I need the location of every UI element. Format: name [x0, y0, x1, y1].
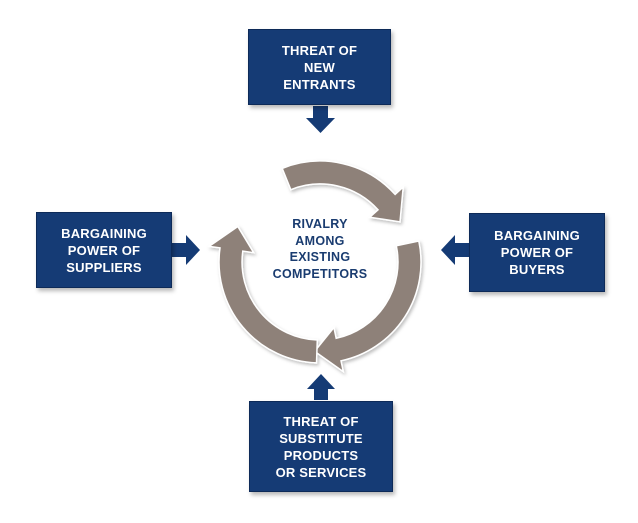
force-label-line: NEW [304, 59, 335, 75]
arrow-right-left-icon [441, 235, 469, 265]
force-label-line: POWER OF [500, 245, 574, 260]
center-label-line: COMPETITORS [272, 266, 368, 281]
force-label-line: BARGAINING [61, 225, 147, 241]
ring-segment-left [207, 225, 319, 364]
ring-segment-top-right [281, 160, 405, 223]
arrow-top-down-icon [306, 106, 335, 133]
force-label-line: THREAT OF [281, 42, 358, 58]
center-rivalry-label: RIVALRY AMONG EXISTING COMPETITORS [250, 216, 390, 282]
center-label-line: RIVALRY [292, 217, 348, 231]
center-label-line: AMONG [295, 233, 345, 248]
arrow-left-right-icon [172, 235, 200, 265]
center-label-line: EXISTING [289, 250, 351, 264]
force-label-line: PRODUCTS [283, 447, 359, 463]
force-label-line: OR SERVICES [275, 464, 367, 480]
force-label-line: POWER OF [67, 242, 141, 258]
force-label-line: SUPPLIERS [66, 259, 142, 275]
force-threat-of-new-entrants: THREAT OF NEW ENTRANTS [248, 29, 391, 105]
arrow-bottom-up-icon [307, 374, 335, 400]
force-label-line: BARGAINING [494, 228, 580, 243]
force-label-line: BUYERS [509, 262, 565, 277]
force-bargaining-power-of-suppliers: BARGAINING POWER OF SUPPLIERS [36, 212, 172, 288]
force-label-line: SUBSTITUTE [279, 430, 363, 446]
force-label-line: THREAT OF [283, 413, 359, 429]
force-bargaining-power-of-buyers: BARGAINING POWER OF BUYERS [469, 213, 605, 292]
force-label-line: ENTRANTS [283, 76, 356, 92]
force-threat-of-substitutes: THREAT OF SUBSTITUTE PRODUCTS OR SERVICE… [249, 401, 393, 492]
ring-segment-bottom [313, 240, 422, 374]
cycle-arrows-icon [207, 160, 422, 374]
